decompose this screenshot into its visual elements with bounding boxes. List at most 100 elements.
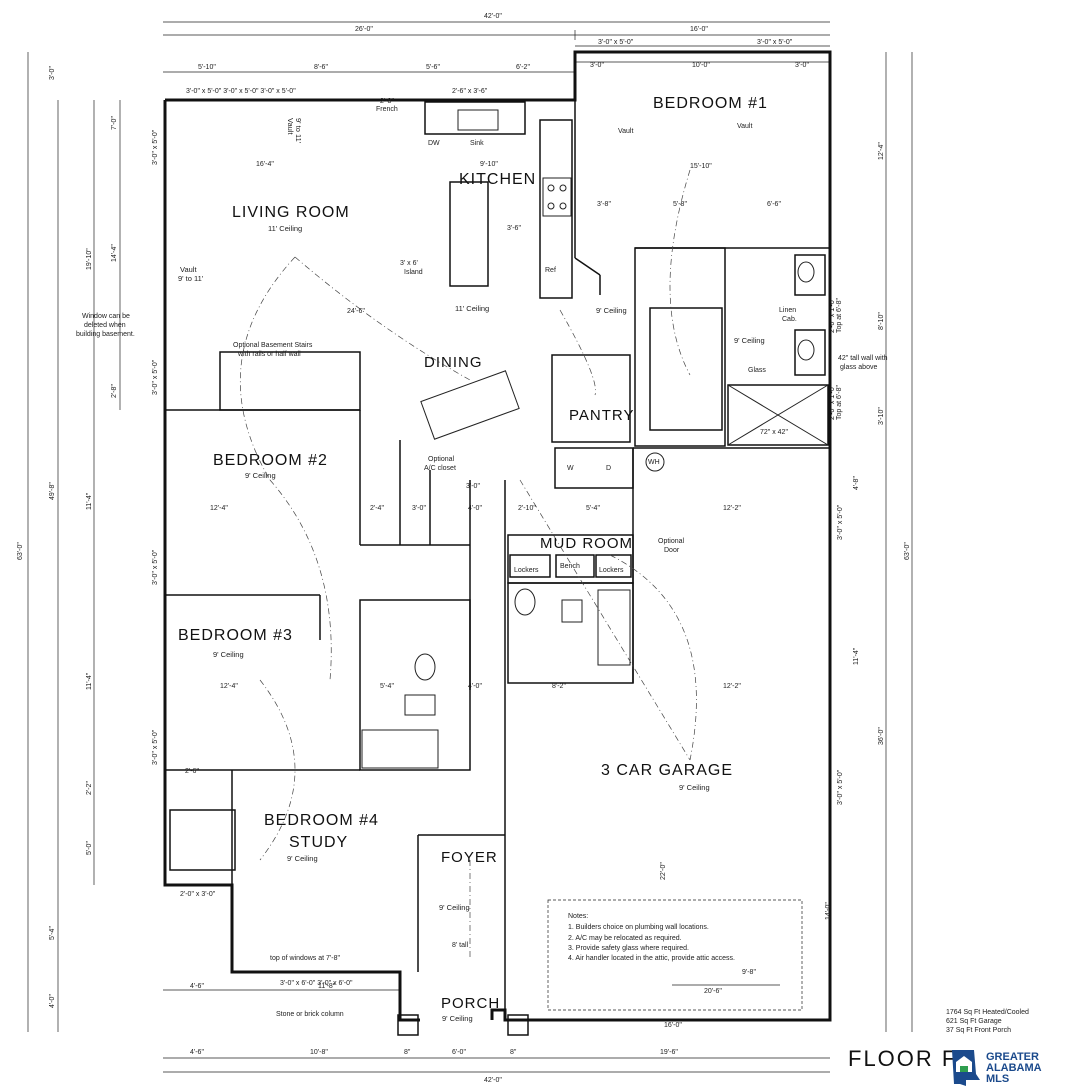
dim-right-w3b: Top at 6'-8"	[836, 298, 843, 333]
vault-living: Vault	[180, 265, 197, 274]
vault-b1-right: Vault	[737, 123, 752, 130]
window-note-3: building basement.	[76, 331, 135, 338]
dim-bot-total: 42'-0"	[484, 1077, 502, 1084]
dim-12-2a: 12'-2"	[723, 505, 741, 512]
dim-right-8-10: 8'-10"	[878, 312, 885, 330]
ceiling-living: 11' Ceiling	[268, 224, 302, 233]
dim-right-w1: 3'-0" x 5'-0"	[837, 504, 844, 540]
stat-garage: 621 Sq Ft Garage	[946, 1018, 1002, 1025]
left-dimensions: 63'-0" 3'-0" 49'-8" 5'-4" 4'-0" 19'-10" …	[17, 52, 159, 1032]
floor-plan-title: FLOOR F	[848, 1046, 958, 1071]
dim-left-5-4: 5'-4"	[49, 926, 56, 940]
dim-left-49-8: 49'-8"	[49, 482, 56, 500]
dim-left-5-0: 5'-0"	[86, 841, 93, 855]
top-of-windows-note: top of windows at 7'-8"	[270, 955, 340, 962]
ac-note-1: Optional	[428, 456, 455, 463]
dim-5-4a: 5'-4"	[586, 505, 600, 512]
dim-left-63: 63'-0"	[17, 542, 24, 560]
dim-right-12-4: 12'-4"	[878, 142, 885, 160]
tall-8-note: 8' tall	[452, 942, 469, 949]
dim-left-w4: 3'-0" x 5'-0"	[152, 729, 159, 765]
dim-right-w2: 3'-0" x 5'-0"	[837, 769, 844, 805]
dim-seg3: 5'-6"	[426, 64, 440, 71]
dim-right-w3: 2'-0" x 1'-0"	[829, 297, 836, 333]
basement-note-2: with rails or half wall	[237, 351, 301, 358]
dim-top-r2: 10'-0"	[692, 62, 710, 69]
room-labels: BEDROOM #1 Vault Vault LIVING ROOM 11' C…	[178, 95, 797, 1023]
dim-2-10: 2'-10"	[518, 505, 536, 512]
ceiling-b2: 9' Ceiling	[245, 471, 276, 480]
dim-left-19-10: 19'-10"	[86, 248, 93, 270]
label-bedroom-1: BEDROOM #1	[653, 95, 768, 112]
note-4: 4. Air handler located in the attic, pro…	[568, 955, 735, 962]
dim-2-4: 2'-4"	[370, 505, 384, 512]
label-bedroom-2: BEDROOM #2	[213, 452, 328, 469]
dim-bot-9-8: 9'-8"	[742, 969, 756, 976]
dim-left-2-2: 2'-2"	[86, 781, 93, 795]
label-living-room: LIVING ROOM	[232, 204, 350, 221]
dim-right-w4b: Top at 6'-8"	[836, 385, 843, 420]
stat-porch: 37 Sq Ft Front Porch	[946, 1027, 1011, 1034]
label-bedroom-3: BEDROOM #3	[178, 627, 293, 644]
dim-bot-19-6: 19'-6"	[660, 1049, 678, 1056]
dim-seg4: 6'-2"	[516, 64, 530, 71]
dim-left-7-0: 7'-0"	[111, 116, 118, 130]
dim-3-0b: 3'-0"	[466, 483, 480, 490]
dw-label: DW	[428, 140, 440, 147]
dim-right-36: 36'-0"	[878, 727, 885, 745]
linen-label-1: Linen	[779, 307, 796, 314]
fixtures	[239, 109, 815, 960]
label-kitchen: KITCHEN	[459, 171, 536, 188]
label-foyer: FOYER	[441, 849, 498, 866]
dim-2-6: 2'-6"	[185, 768, 199, 775]
window-note-2: deleted when	[84, 322, 126, 329]
notes-title: Notes:	[568, 913, 588, 920]
ceiling-master-bath: 9' Ceiling	[734, 336, 765, 345]
stat-heated: 1764 Sq Ft Heated/Cooled	[946, 1009, 1029, 1016]
interior-dimensions: 16'-4" 9'-10" 15'-10" 3'-8" 5'-8" 6'-6" …	[185, 98, 832, 920]
french-door-label: French	[376, 106, 398, 113]
dim-top-total: 42'-0"	[484, 13, 502, 20]
dim-8-2: 8'-2"	[552, 683, 566, 690]
label-study: STUDY	[289, 834, 348, 851]
mls-logo: GREATER ALABAMA MLS	[946, 1046, 1066, 1090]
dim-bot-16-0: 16'-0"	[664, 1022, 682, 1029]
label-dining: DINING	[424, 354, 483, 371]
dim-left-11-4b: 11'-4"	[86, 672, 93, 690]
vault-top-range: 9' to 11'	[294, 118, 303, 144]
dim-window-row: 3'-0" x 5'-0" 3'-0" x 5'-0" 3'-0" x 5'-0…	[186, 88, 296, 95]
logo-line-2: ALABAMA	[986, 1061, 1042, 1074]
dim-bot-20-6: 20'-6"	[704, 988, 722, 995]
vault-b1-left: Vault	[618, 128, 633, 135]
ceiling-hall: 9' Ceiling	[596, 306, 627, 315]
dim-bot-8a: 8"	[404, 1049, 411, 1056]
label-pantry: PANTRY	[569, 407, 634, 424]
ceiling-living-lower: 11' Ceiling	[455, 304, 489, 313]
tall-wall-note-2: glass above	[840, 364, 877, 371]
dim-seg2: 8'-6"	[314, 64, 328, 71]
lockers-left: Lockers	[514, 567, 539, 574]
dim-bot-4-6b: 4'-6"	[190, 1049, 204, 1056]
dim-right-63: 63'-0"	[904, 542, 911, 560]
dim-bot-11-8: 11'-8"	[318, 983, 336, 990]
dim-top-r1: 3'-0"	[590, 62, 604, 69]
dim-left-14-4: 14'-4"	[111, 244, 118, 262]
dim-bot-6-0: 6'-0"	[452, 1049, 466, 1056]
label-garage: 3 CAR GARAGE	[601, 762, 733, 779]
tall-wall-note-1: 42" tall wall with	[838, 355, 888, 362]
dim-left-4-0: 4'-0"	[49, 994, 56, 1008]
dim-4-0b: 4'-0"	[468, 683, 482, 690]
interior-walls	[165, 100, 830, 1036]
window-note-1: Window can be	[82, 313, 130, 320]
dim-14-0: 14'-0"	[825, 902, 832, 920]
dim-22-0: 22'-0"	[660, 862, 667, 880]
dim-3-8: 3'-8"	[597, 201, 611, 208]
dim-top-w1: 3'-0" x 5'-0"	[598, 39, 634, 46]
optional-door-2: Door	[664, 547, 680, 554]
island-label: Island	[404, 269, 423, 276]
washer-label: W	[567, 465, 574, 472]
dim-right-11-4: 11'-4"	[853, 647, 860, 665]
label-mud-room: MUD ROOM	[540, 535, 633, 552]
dryer-label: D	[606, 465, 611, 472]
linen-label-2: Cab.	[782, 316, 797, 323]
